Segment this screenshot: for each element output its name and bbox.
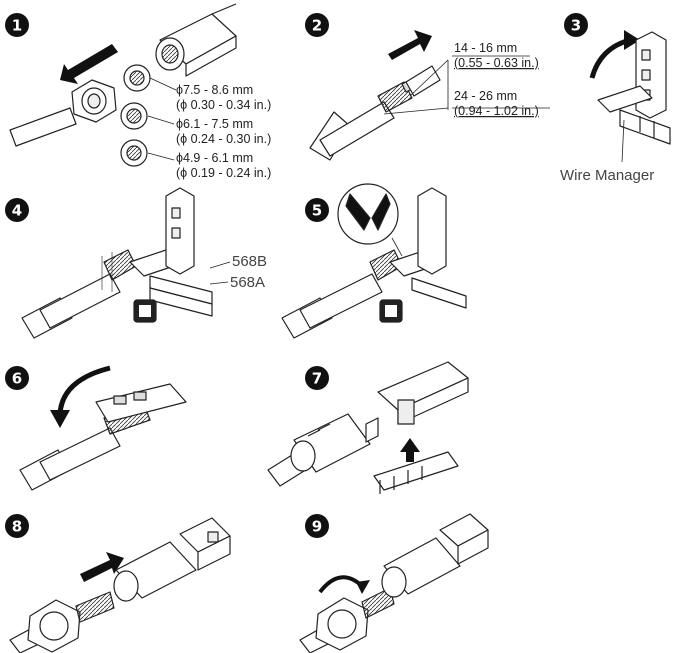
seal-insert-medium [120,102,148,130]
seal-insert-small [120,139,148,167]
cap-nut [71,79,117,123]
step-9-illustration [299,513,489,653]
color-label [411,277,467,309]
direction-arrow [60,44,118,84]
wire-manager-frame [635,31,667,119]
cable-jacket [299,273,383,329]
step-badge-5: 5 [305,198,329,222]
cable-boot [290,413,371,473]
standard-568b-label: 568B [232,253,267,270]
step-4-illustration [21,187,231,339]
svg-text:6: 6 [12,370,22,388]
cutter-icon [345,193,371,231]
svg-text:5: 5 [312,202,322,220]
step-badge-4: 4 [5,198,29,222]
step-badge-9: 9 [305,514,329,538]
svg-text:3: 3 [571,17,581,35]
step-badge-8: 8 [5,514,29,538]
step-2-length-labels: 14 - 16 mm (0.55 - 0.63 in.) 24 - 26 mm … [454,41,539,118]
svg-text:2: 2 [312,17,322,35]
color-label-568a [149,287,213,317]
wire-manager-frame [417,187,447,275]
rotate-arrow [624,30,640,50]
seal-insert-large [123,64,151,92]
diameter-large-mm: ϕ7.5 - 8.6 mm [176,83,253,97]
step-8-illustration [9,517,231,653]
step-badge-2: 2 [305,13,329,37]
step-6-illustration [19,365,187,491]
step-badges: 1 2 3 4 5 6 7 8 [5,13,588,538]
dimension-line [409,59,449,97]
callout-leader [621,119,625,163]
svg-text:4: 4 [12,202,22,220]
direction-arrow [388,30,432,60]
svg-text:7: 7 [312,370,322,388]
step-badge-1: 1 [5,13,29,37]
cable-jacket [39,427,121,481]
svg-text:1: 1 [12,17,22,35]
strip-length-mm: 14 - 16 mm [454,41,517,55]
diameter-medium-inch: (ϕ 0.24 - 0.30 in.) [176,132,271,146]
diameter-small-mm: ϕ4.9 - 6.1 mm [176,151,253,165]
step-1-diameter-labels: ϕ7.5 - 8.6 mm (ϕ 0.30 - 0.34 in.) ϕ6.1 -… [176,83,271,180]
stripped-shield [377,81,413,113]
diameter-large-inch: (ϕ 0.30 - 0.34 in.) [176,98,271,112]
step-2-illustration [309,30,550,161]
connector-body [381,537,461,598]
direction-arrow [400,438,420,462]
rotate-arrow [50,410,70,428]
step-5-illustration [281,183,467,339]
cable-jacket [319,101,395,157]
cap-nut [315,597,369,651]
svg-text:8: 8 [12,518,22,536]
step-badge-3: 3 [564,13,588,37]
dimension-line [383,107,449,115]
diameter-medium-mm: ϕ6.1 - 7.5 mm [176,117,253,131]
connector-body [113,541,197,602]
step-1-illustration [9,3,237,167]
wire-manager-assembly [95,383,187,423]
strip-length-inch: (0.55 - 0.63 in.) [454,56,539,70]
cable [9,107,77,147]
svg-text:9: 9 [312,518,322,536]
contact-insert [373,451,459,494]
connector-housing [377,361,469,425]
wire-manager-callout: Wire Manager [560,167,654,184]
step-3-illustration [589,30,671,163]
connector-body [155,3,237,77]
wire-manager-base [597,85,653,113]
step-badge-7: 7 [305,366,329,390]
direction-arrow [80,552,124,582]
cap-nut [27,599,81,653]
seal-insert [75,591,115,623]
color-label [619,109,671,145]
rj45-jack [439,513,489,565]
rj45-jack [179,517,231,571]
cable-jacket [39,273,121,329]
standard-568a-label: 568A [230,274,265,291]
jacket-length-mm: 24 - 26 mm [454,89,517,103]
step-7-illustration [267,361,469,494]
cutter-detail-circle [337,183,399,245]
jacket-length-inch: (0.94 - 1.02 in.) [454,104,539,118]
diameter-small-inch: (ϕ 0.19 - 0.24 in.) [176,166,271,180]
shrink-tube [405,65,441,97]
tighten-arrow [356,580,370,594]
step-badge-6: 6 [5,366,29,390]
